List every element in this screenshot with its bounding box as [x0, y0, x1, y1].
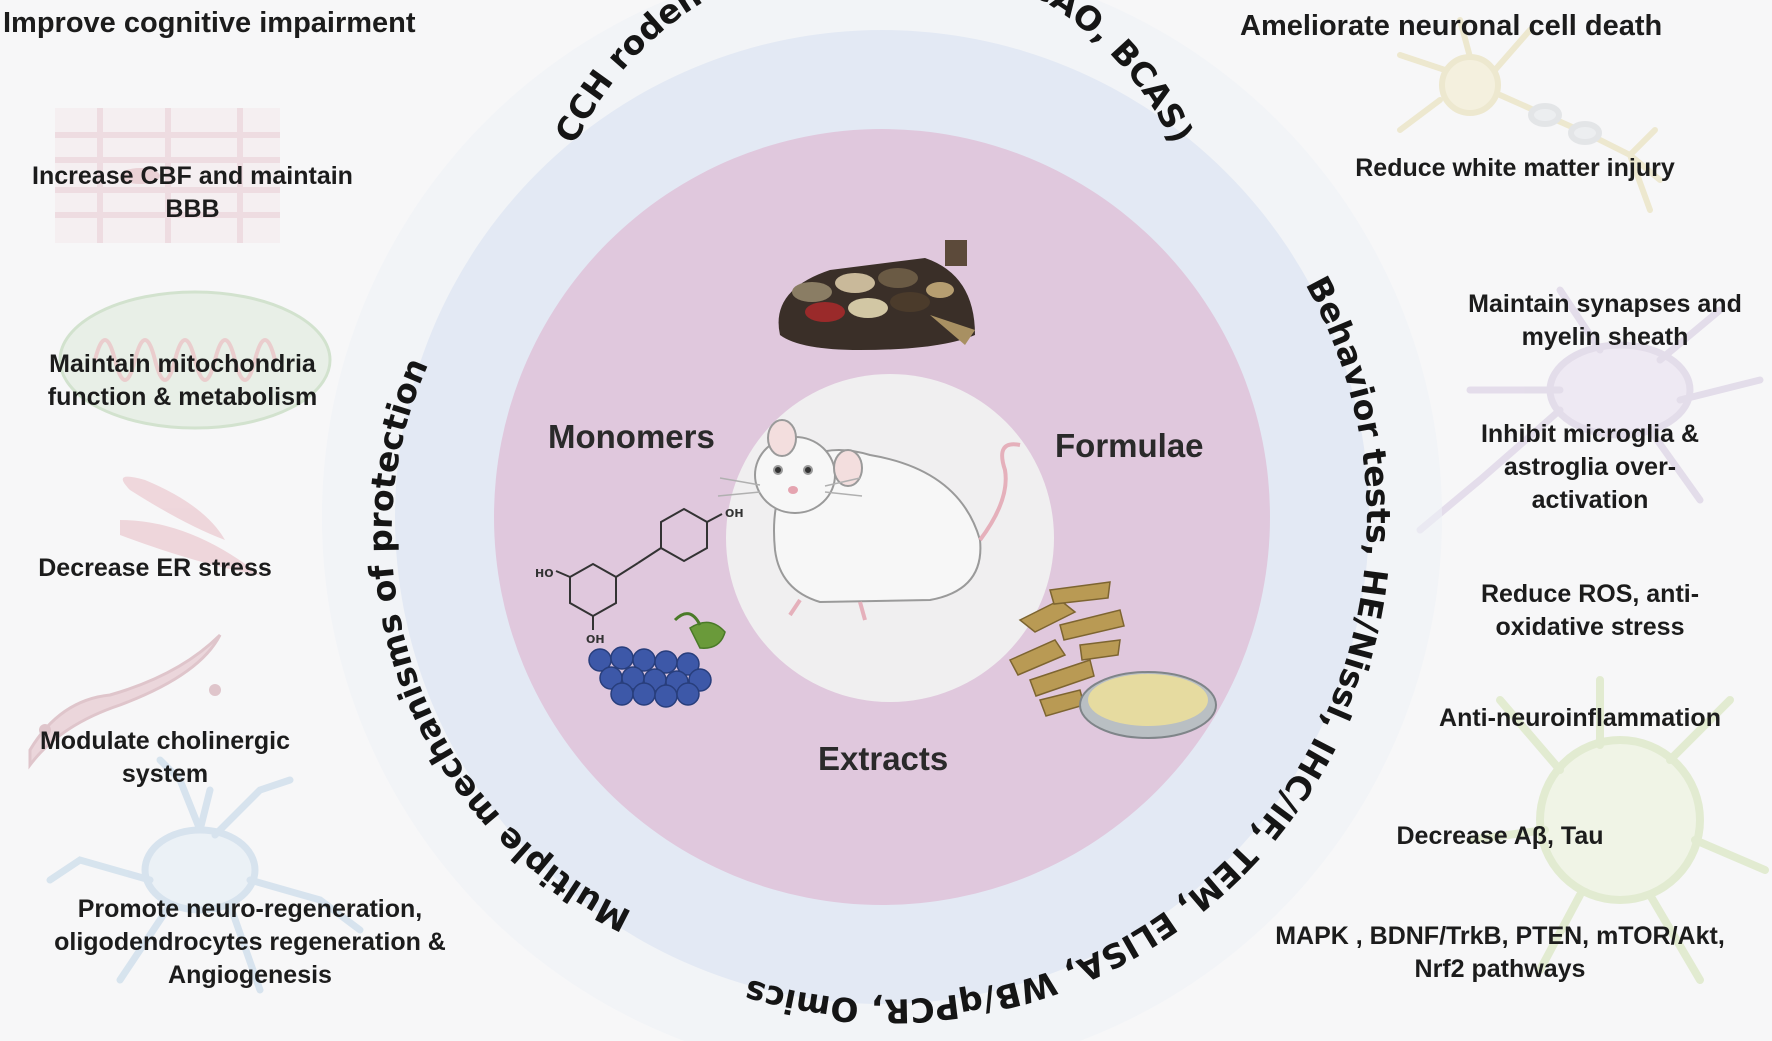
- golgi-icon: [28, 633, 222, 770]
- er-icon: [120, 476, 260, 575]
- right-heading: Ameliorate neuronal cell death: [1240, 10, 1663, 42]
- rat-icon: [717, 419, 1021, 621]
- left-item-cbf-bbb: Increase CBF and maintain BBB: [32, 162, 353, 223]
- powder-dish-icon: [1079, 671, 1217, 739]
- molecule-ho-left: HO: [535, 567, 554, 580]
- left-item-er-stress: Decrease ER stress: [38, 554, 272, 582]
- category-monomers: Monomers: [548, 418, 715, 455]
- mitochondria-icon: [58, 290, 332, 430]
- grapes-icon: [588, 612, 726, 708]
- left-item-neuroregeneration: Promote neuro-regeneration, oligodendroc…: [54, 895, 446, 989]
- right-item-pathways: MAPK , BDNF/TrkB, PTEN, mTOR/Akt, Nrf2 p…: [1275, 922, 1725, 983]
- neuron-icon: [1397, 17, 1663, 213]
- right-item-white-matter: Reduce white matter injury: [1355, 154, 1675, 182]
- left-item-cholinergic: Modulate cholinergic system: [39, 727, 291, 788]
- right-item-microglia: Inhibit microglia & astroglia over- acti…: [1480, 420, 1700, 514]
- molecule-oh-top: OH: [725, 507, 744, 520]
- right-item-neuroinflammation: Anti-neuroinflammation: [1439, 704, 1721, 732]
- molecule-oh-bottom: OH: [586, 633, 605, 646]
- left-item-mitochondria: Maintain mitochondria function & metabol…: [47, 350, 318, 411]
- resveratrol-molecule-icon: [555, 507, 723, 630]
- herbal-tray-icon: [778, 240, 975, 350]
- astrocyte-icon: [46, 756, 364, 994]
- right-item-ros: Reduce ROS, anti- oxidative stress: [1480, 580, 1700, 641]
- left-heading: Improve cognitive impairment: [3, 7, 416, 39]
- right-item-abeta-tau: Decrease Aβ, Tau: [1396, 822, 1604, 850]
- category-formulae: Formulae: [1055, 427, 1204, 464]
- brain-capillary-icon: [55, 108, 280, 243]
- category-extracts: Extracts: [818, 740, 949, 777]
- astrocyte-green-icon: [1466, 676, 1769, 984]
- root-slices-icon: [1008, 581, 1125, 717]
- microglia-icon: [1416, 286, 1764, 534]
- right-item-synapses: Maintain synapses and myelin sheath: [1468, 290, 1742, 351]
